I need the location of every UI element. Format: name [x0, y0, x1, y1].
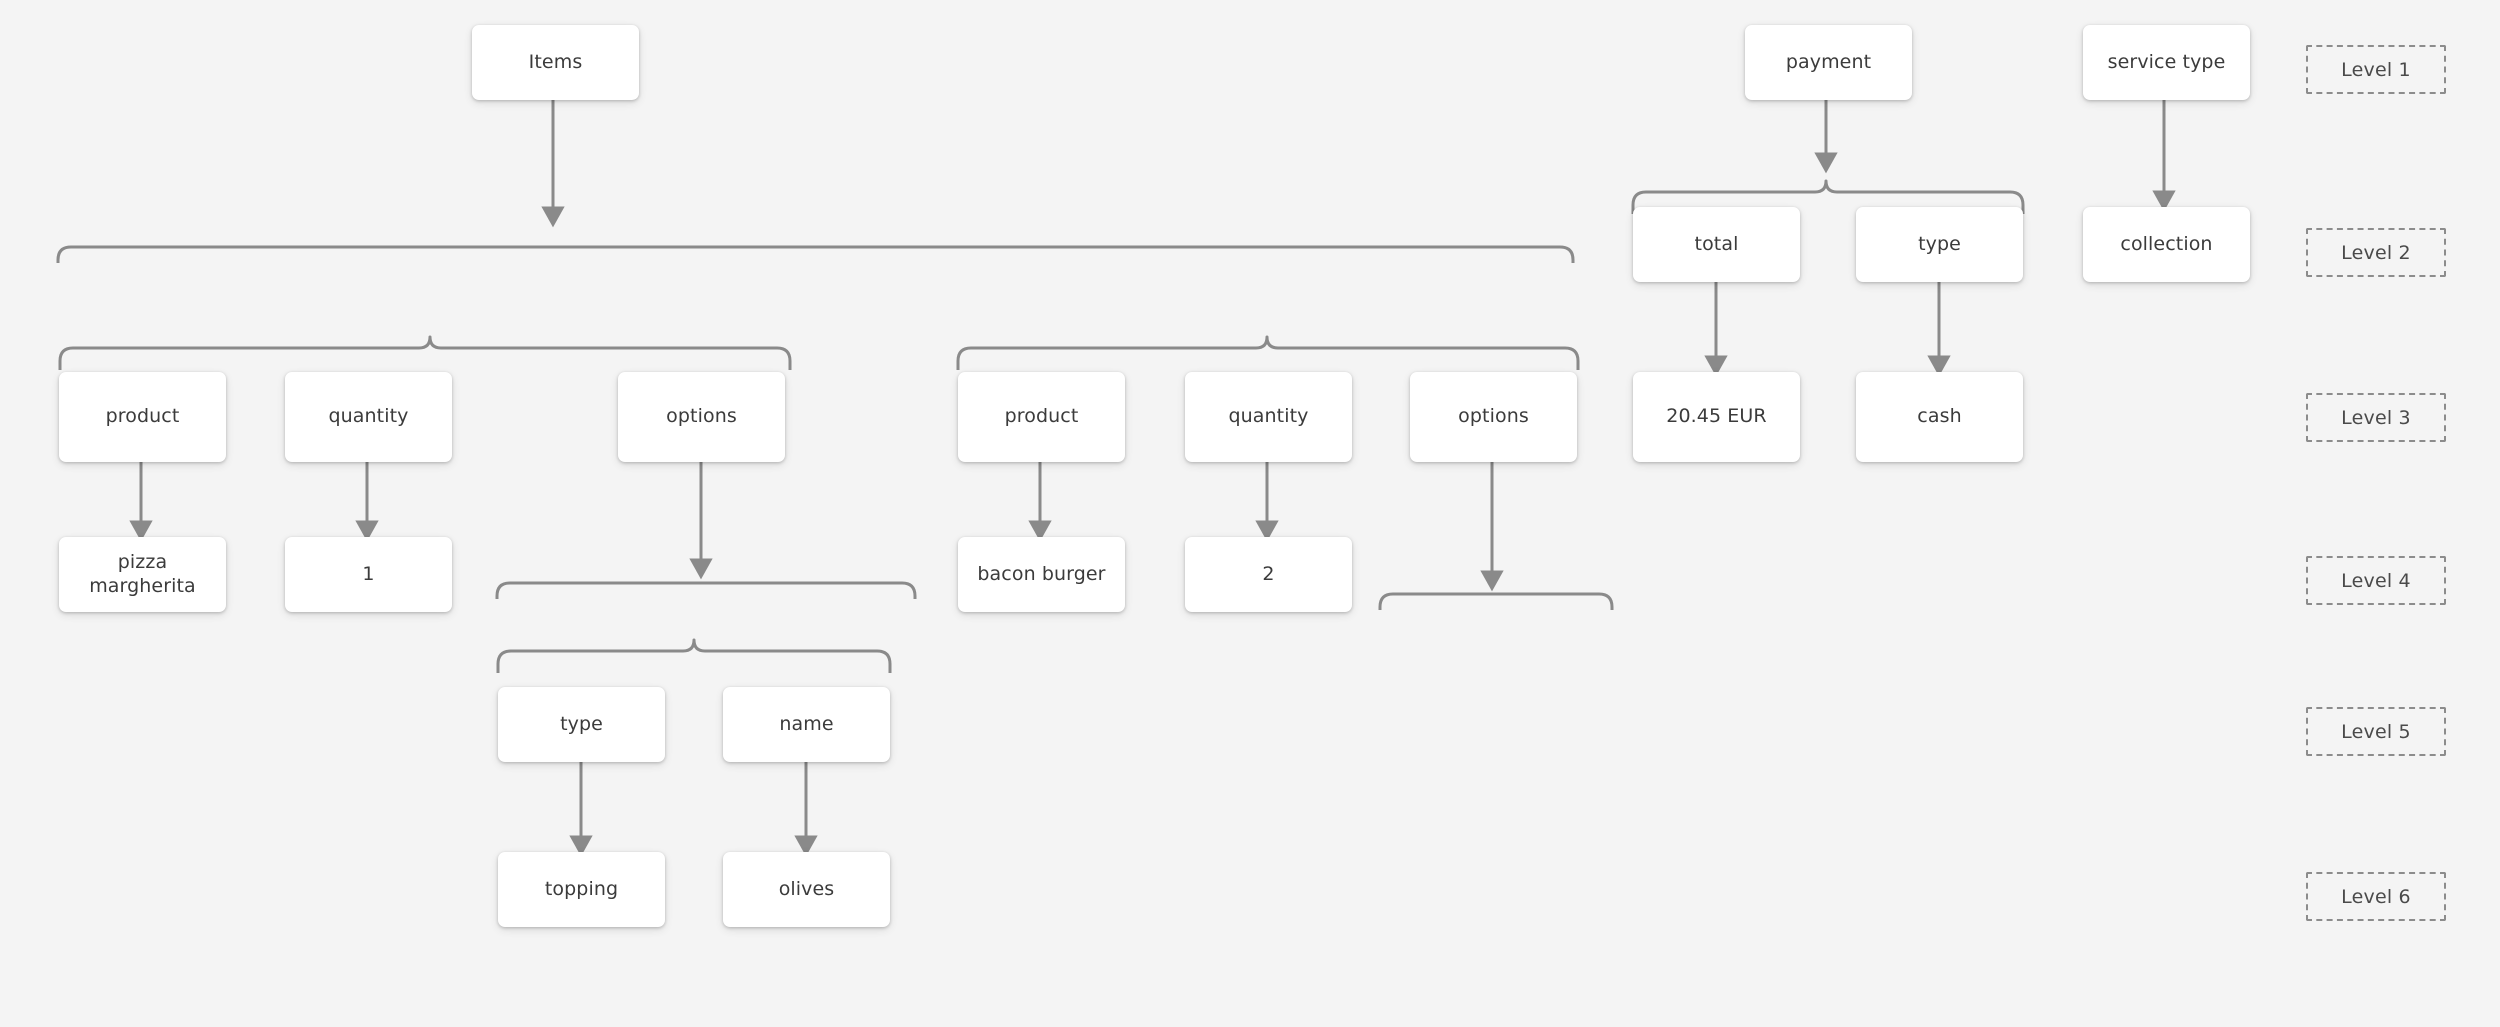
node-total[interactable]: total [1633, 207, 1800, 282]
level-tag-6: Level 6 [2306, 872, 2446, 921]
node-opt_name[interactable]: name [723, 687, 890, 762]
node-pizza[interactable]: pizza margherita [59, 537, 226, 612]
node-qty1[interactable]: 1 [285, 537, 452, 612]
node-i1_options[interactable]: options [618, 372, 785, 462]
node-i2_options[interactable]: options [1410, 372, 1577, 462]
bracket-item2-fields-bracket [956, 335, 1580, 370]
node-items[interactable]: Items [472, 25, 639, 100]
level-tag-4: Level 4 [2306, 556, 2446, 605]
node-ptype_value[interactable]: cash [1856, 372, 2023, 462]
node-service_type[interactable]: service type [2083, 25, 2250, 100]
node-total_value[interactable]: 20.45 EUR [1633, 372, 1800, 462]
bracket-item1-options-bracket [495, 581, 917, 599]
node-olives[interactable]: olives [723, 852, 890, 927]
node-opt_type[interactable]: type [498, 687, 665, 762]
node-i2_quantity[interactable]: quantity [1185, 372, 1352, 462]
node-payment[interactable]: payment [1745, 25, 1912, 100]
level-tag-2: Level 2 [2306, 228, 2446, 277]
bracket-item2-options-bracket [1378, 592, 1614, 610]
level-tag-1: Level 1 [2306, 45, 2446, 94]
node-collection[interactable]: collection [2083, 207, 2250, 282]
node-i1_quantity[interactable]: quantity [285, 372, 452, 462]
bracket-items-children-bracket [56, 245, 1575, 263]
bracket-item1-fields-bracket [58, 335, 792, 370]
node-i1_product[interactable]: product [59, 372, 226, 462]
node-topping[interactable]: topping [498, 852, 665, 927]
node-i2_product[interactable]: product [958, 372, 1125, 462]
level-tag-3: Level 3 [2306, 393, 2446, 442]
level-tag-5: Level 5 [2306, 707, 2446, 756]
node-bacon[interactable]: bacon burger [958, 537, 1125, 612]
bracket-option1-fields-bracket [496, 638, 892, 673]
node-ptype[interactable]: type [1856, 207, 2023, 282]
node-qty2[interactable]: 2 [1185, 537, 1352, 612]
